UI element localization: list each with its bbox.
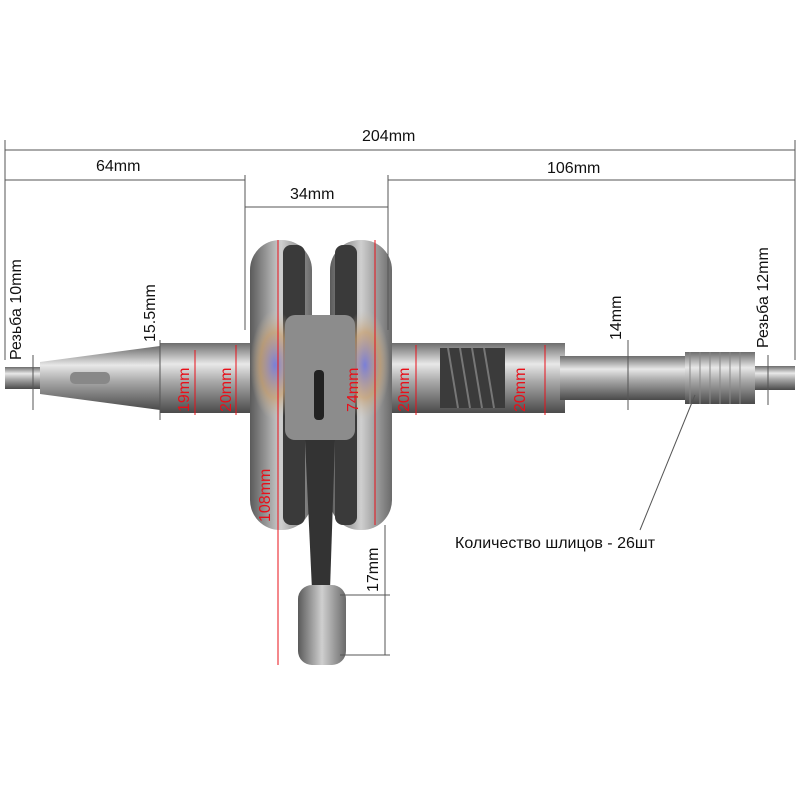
right-shaft-length-label: 106mm	[547, 160, 601, 177]
crank-webs	[250, 240, 392, 530]
right-journal-dia-label: 20mm	[512, 367, 529, 412]
right-thread-label: Резьба 12mm	[755, 247, 772, 348]
left-bearing-dia-label: 20mm	[218, 367, 235, 412]
small-end-width-label: 17mm	[365, 547, 382, 592]
crank-web-dia-label: 74mm	[345, 367, 362, 412]
right-shaft-dia-label: 14mm	[608, 295, 625, 340]
left-taper-dia-label: 15.5mm	[142, 284, 159, 342]
connecting-rod	[298, 440, 346, 665]
crank-width-label: 34mm	[290, 186, 335, 203]
spline-count-label: Количество шлицов - 26шт	[455, 535, 656, 552]
dimension-lines	[4, 140, 796, 656]
left-shaft-length-label: 64mm	[96, 158, 141, 175]
shaft	[5, 343, 795, 413]
left-journal-dia-label: 19mm	[176, 367, 193, 412]
right-bearing-dia-label: 20mm	[396, 367, 413, 412]
overall-length-label: 204mm	[362, 128, 416, 145]
rod-length-label: 108mm	[257, 468, 274, 522]
red-dimension-lines	[194, 240, 546, 665]
left-thread-label: Резьба 10mm	[8, 259, 25, 360]
